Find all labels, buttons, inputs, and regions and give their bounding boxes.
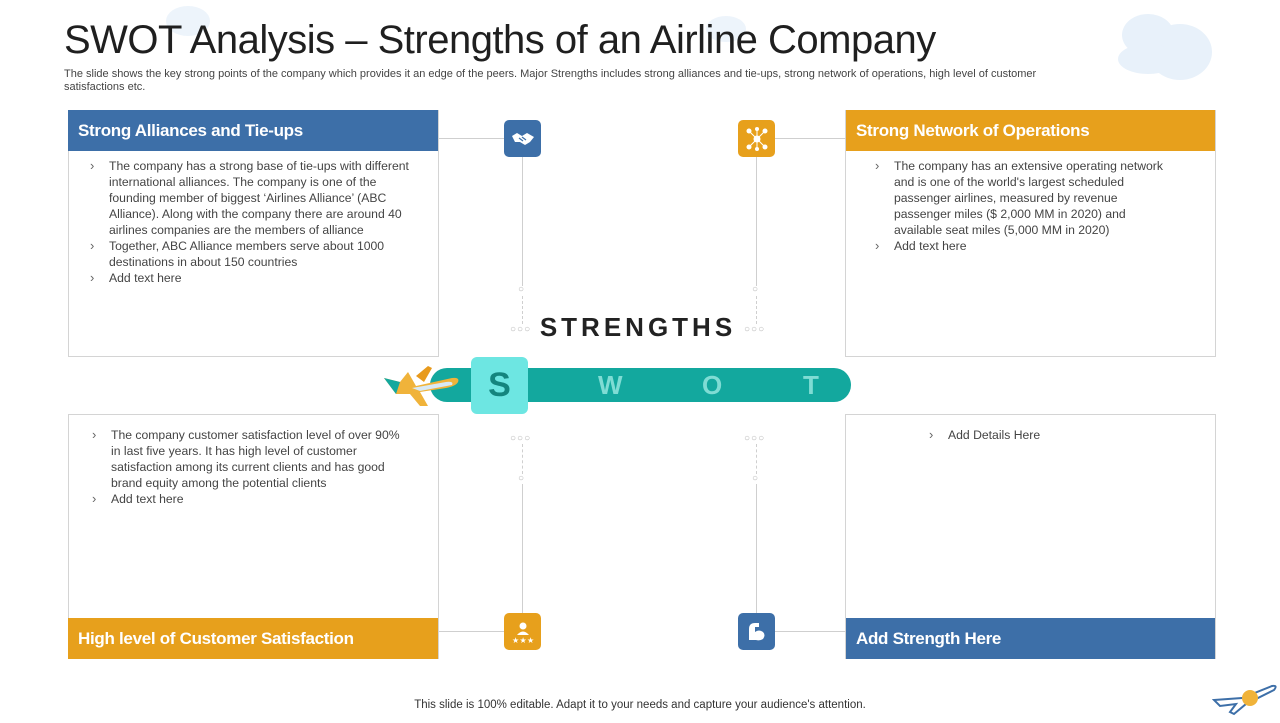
connector-dots: ○○○ xyxy=(744,434,765,444)
swot-letter-w: W xyxy=(598,368,623,402)
connector-line xyxy=(522,444,523,474)
swot-letter-t: T xyxy=(803,368,819,402)
connector-dots: ○ xyxy=(752,474,759,484)
list-item: Add text here xyxy=(90,270,415,286)
connector-dots: ○ xyxy=(518,474,525,484)
list-item: Add text here xyxy=(92,491,410,507)
top-left-points: The company has a strong base of tie-ups… xyxy=(90,158,415,286)
list-item: The company customer satisfaction level … xyxy=(92,427,410,491)
svg-text:★: ★ xyxy=(519,636,526,645)
handshake-icon xyxy=(504,120,541,157)
svg-text:★: ★ xyxy=(512,636,519,645)
connector-dots: ○ xyxy=(752,285,759,295)
airplane-icon xyxy=(380,360,462,410)
connector-line xyxy=(439,138,504,139)
flexed-arm-icon xyxy=(738,613,775,650)
strengths-label: STRENGTHS xyxy=(520,312,756,343)
slide-title: SWOT Analysis – Strengths of an Airline … xyxy=(64,18,936,63)
list-item: Together, ABC Alliance members serve abo… xyxy=(90,238,415,270)
bottom-right-points: Add Details Here xyxy=(929,427,1179,443)
connector-line xyxy=(756,156,757,286)
bottom-right-header: Add Strength Here xyxy=(846,618,1215,659)
connector-line xyxy=(774,138,846,139)
connector-line xyxy=(756,484,757,613)
top-right-header: Strong Network of Operations xyxy=(846,110,1215,151)
list-item: Add Details Here xyxy=(929,427,1179,443)
cloud-decoration xyxy=(1118,44,1178,74)
connector-dots: ○ xyxy=(518,285,525,295)
swot-letter-o: O xyxy=(702,368,722,402)
svg-text:★: ★ xyxy=(527,636,534,645)
network-icon xyxy=(738,120,775,157)
customer-stars-icon: ★ ★ ★ xyxy=(504,613,541,650)
connector-line xyxy=(522,156,523,286)
list-item: The company has a strong base of tie-ups… xyxy=(90,158,415,238)
top-right-points: The company has an extensive operating n… xyxy=(875,158,1172,254)
connector-line xyxy=(756,296,757,324)
swot-letter-s: S xyxy=(471,357,528,414)
connector-line xyxy=(756,444,757,474)
connector-line xyxy=(774,631,846,632)
connector-line xyxy=(439,631,504,632)
list-item: Add text here xyxy=(875,238,1172,254)
slide-footer: This slide is 100% editable. Adapt it to… xyxy=(0,699,1280,711)
slide-subtitle: The slide shows the key strong points of… xyxy=(64,68,1094,94)
bottom-left-points: The company customer satisfaction level … xyxy=(92,427,410,507)
bottom-left-header: High level of Customer Satisfaction xyxy=(68,618,438,659)
connector-dots: ○○○ xyxy=(510,434,531,444)
list-item: The company has an extensive operating n… xyxy=(875,158,1172,238)
top-left-header: Strong Alliances and Tie-ups xyxy=(68,110,438,151)
connector-line xyxy=(522,484,523,613)
